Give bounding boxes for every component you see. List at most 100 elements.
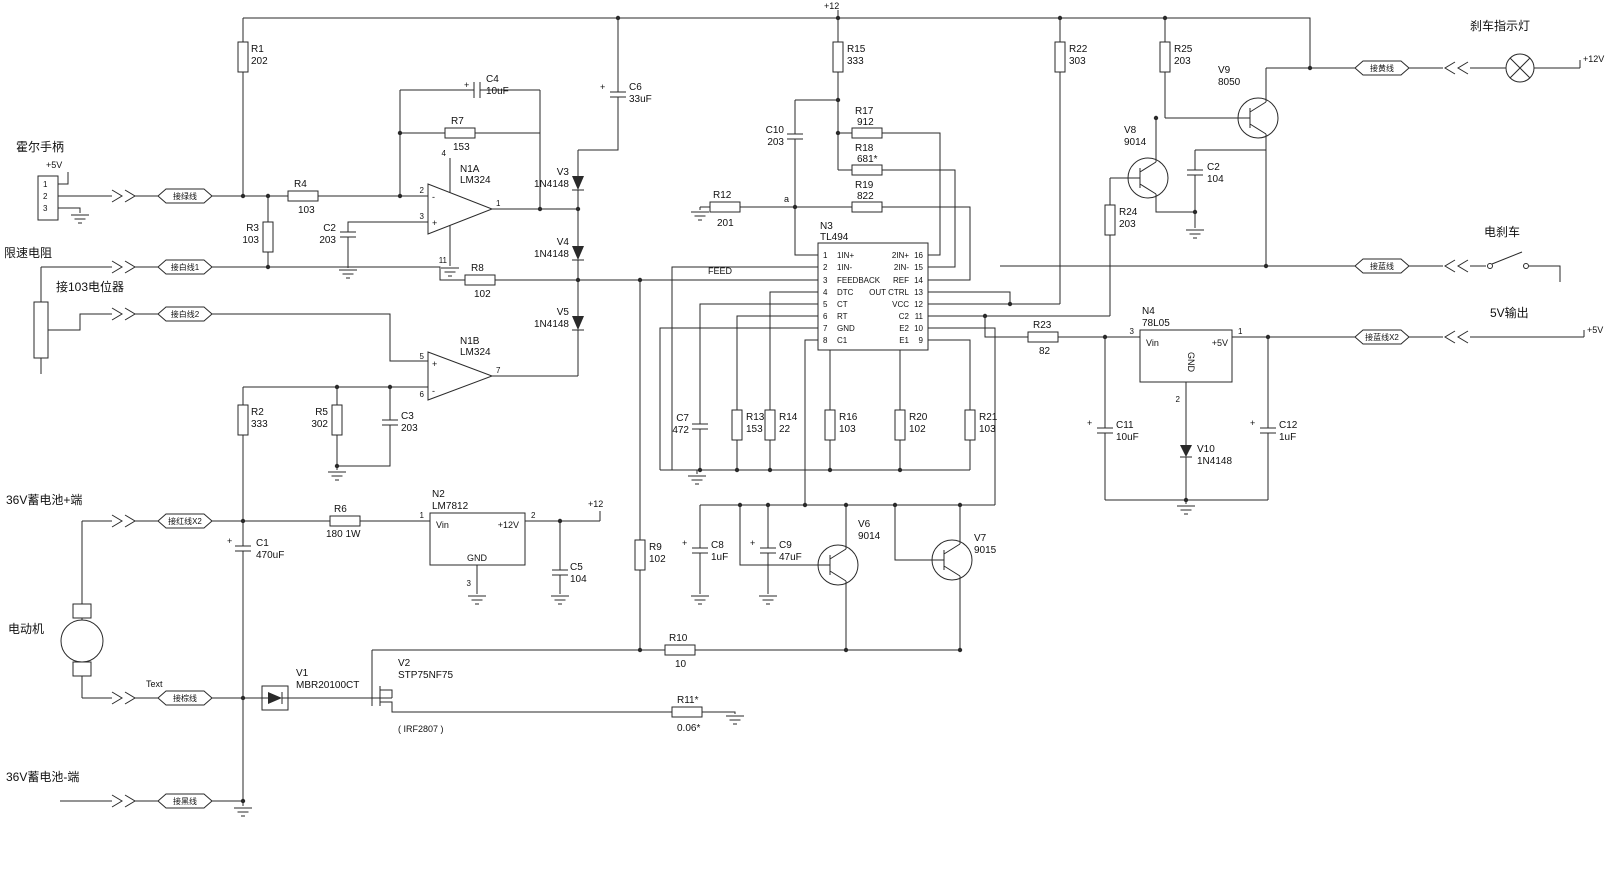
part: 1N4148 <box>534 319 569 330</box>
ic-N2-LM7812: N2 LM7812 Vin +12V GND 1 2 3 <box>420 489 536 588</box>
pin-name: RT <box>837 312 848 321</box>
pin-num: 2 <box>823 263 828 272</box>
ref: V3 <box>557 167 570 178</box>
battery-plus-label: 36V蓄电池+端 <box>6 493 82 507</box>
ref: R23 <box>1033 320 1052 331</box>
val: 102 <box>909 424 926 435</box>
ref: R14 <box>779 412 798 423</box>
val: 681* <box>857 154 878 165</box>
pin-num: 4 <box>823 288 828 297</box>
ref: V6 <box>858 519 871 530</box>
gnd-label: GND <box>467 553 488 563</box>
val: 33uF <box>629 94 652 105</box>
plus-sign: + <box>432 218 437 228</box>
part: LM324 <box>460 347 491 358</box>
val: 1uF <box>1279 432 1296 443</box>
chevron-right-icon <box>111 794 136 808</box>
pin-2: 2 <box>531 511 536 520</box>
ref: C6 <box>629 82 642 93</box>
ground-icon <box>70 214 90 224</box>
wires-right-side <box>984 60 1585 504</box>
ref: C9 <box>779 540 792 551</box>
val: 82 <box>1039 346 1051 357</box>
val: 202 <box>251 56 268 67</box>
text-note: Text <box>146 679 163 689</box>
chevron-left-icon <box>1444 330 1469 344</box>
hall-connector: 1 2 3 +5V 霍尔手柄 <box>16 139 90 224</box>
motor-label: 电动机 <box>8 622 44 636</box>
vin-label: Vin <box>1146 338 1159 348</box>
val: 10uF <box>1116 432 1139 443</box>
plus-sign: + <box>600 82 605 92</box>
part: MBR20100CT <box>296 680 359 691</box>
plus-sign: + <box>682 538 687 548</box>
ic-N4-78L05: N4 78L05 Vin +5V GND 3 1 2 <box>1130 306 1243 404</box>
rail-12v-top: +12 <box>824 1 839 11</box>
ground-icon <box>233 807 253 817</box>
val: 201 <box>717 218 734 229</box>
part: TL494 <box>820 232 849 243</box>
wire-tag-label: 接白线1 <box>171 262 200 272</box>
wire-tag-motor: 接棕线 <box>157 690 213 706</box>
part: STP75NF75 <box>398 670 453 681</box>
chevron-right-icon <box>111 307 136 321</box>
rail-5v-out: +5V <box>1587 325 1603 335</box>
chevron-right-icon <box>111 260 136 274</box>
val: 203 <box>401 423 418 434</box>
ref: C10 <box>766 125 785 136</box>
chevron-right-icon <box>111 691 136 705</box>
val: 103 <box>298 205 315 216</box>
part: 9014 <box>858 531 881 542</box>
ref: R6 <box>334 504 347 515</box>
pin-num: 13 <box>914 288 923 297</box>
rail-12v-lamp: +12V <box>1583 54 1604 64</box>
part: 1N4148 <box>534 179 569 190</box>
pin-name: C2 <box>899 312 910 321</box>
hall-label: 霍尔手柄 <box>16 139 64 154</box>
pin-7: 7 <box>496 366 501 375</box>
pin-num: 5 <box>823 300 828 309</box>
val: 822 <box>857 191 874 202</box>
pin-num: 9 <box>919 336 924 345</box>
ref: R22 <box>1069 44 1088 55</box>
pin-name: E1 <box>899 336 909 345</box>
ref: N1B <box>460 336 480 347</box>
val: 912 <box>857 117 874 128</box>
ref: N4 <box>1142 306 1155 317</box>
pin-1: 1 <box>420 511 425 520</box>
part: 78L05 <box>1142 318 1170 329</box>
ic-N3-TL494: N3 TL494 1 2 3 4 5 6 7 8 1IN+ 1IN- FEEDB… <box>817 221 929 351</box>
val: 103 <box>979 424 996 435</box>
ref: C12 <box>1279 420 1298 431</box>
connector-pin-3: 3 <box>43 204 48 213</box>
part: 8050 <box>1218 77 1241 88</box>
wire-tag-bat-plus: 接红线X2 <box>157 513 213 529</box>
out5v-label: 5V输出 <box>1490 305 1529 320</box>
wire-tags: 接绿线 接白线1 接白线2 接红线X2 接棕线 接黑线 接黄线 接蓝线 接蓝线X… <box>157 60 1410 809</box>
chevron-right-icon <box>111 514 136 528</box>
pin-11: 11 <box>439 256 448 265</box>
pin-name: CT <box>837 300 848 309</box>
opamp-N1B: + - 5 6 7 N1B LM324 <box>420 336 501 401</box>
ref: R4 <box>294 179 307 190</box>
pin-name: FEEDBACK <box>837 276 881 285</box>
part: 1N4148 <box>1197 456 1232 467</box>
pin-name: REF <box>893 276 909 285</box>
vin-label: Vin <box>436 520 449 530</box>
pin-num: 16 <box>914 251 923 260</box>
